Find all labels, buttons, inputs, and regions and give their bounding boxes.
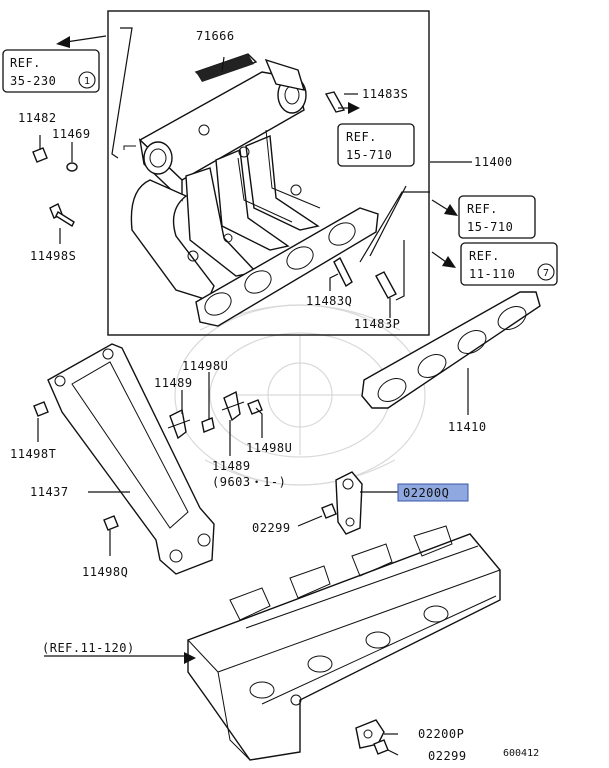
- ref-box-11-110[interactable]: REF. 11-110 7: [460, 242, 558, 286]
- ref-box-11-110-circled-number: 7: [543, 268, 549, 279]
- gasket-11410: [361, 291, 541, 409]
- callout-11410[interactable]: 11410: [448, 420, 487, 434]
- ref-box-11-110-prefix: REF.: [469, 249, 500, 263]
- cylinder-head-drawing: [187, 525, 501, 761]
- callout-71666[interactable]: 71666: [196, 29, 235, 43]
- callout-11482[interactable]: 11482: [18, 111, 57, 125]
- stud-11483s: [324, 91, 358, 113]
- callout-02299-upper[interactable]: 02299: [252, 521, 291, 535]
- callout-11469[interactable]: 11469: [52, 127, 91, 141]
- manifold-group-box: [107, 10, 430, 336]
- callout-11437[interactable]: 11437: [30, 485, 69, 499]
- ref-box-11-110-number: 11-110: [469, 267, 515, 281]
- ref-box-15-710-upper-number: 15-710: [346, 148, 392, 162]
- engine-hanger-02200q: [335, 471, 363, 535]
- stay-11437: [47, 343, 215, 575]
- callout-11498u-upper[interactable]: 11498U: [182, 359, 228, 373]
- ref-box-35-230-prefix: REF.: [10, 56, 41, 70]
- diagram-id: 600412: [503, 748, 539, 759]
- nut-11482: [32, 147, 48, 163]
- bracket-11489-top: [167, 408, 191, 440]
- ref-cylinder-head[interactable]: (REF.11-120): [42, 641, 135, 655]
- bolt-11498s: [49, 203, 75, 228]
- ref-box-35-230-circled-number: 1: [84, 76, 90, 87]
- part-callouts: 11400 71666 11483S 11483Q 11483P 11482 1…: [10, 29, 513, 763]
- bracket-11489-bottom: [221, 390, 245, 422]
- label-plate-71666: [196, 54, 254, 82]
- bolt-11498u-top: [201, 417, 215, 433]
- ref-box-35-230-number: 35-230: [10, 74, 56, 88]
- ref-box-35-230[interactable]: REF. 35-230 1: [2, 49, 100, 93]
- callout-11498u-lower[interactable]: 11498U: [246, 441, 292, 455]
- stud-11483p: [375, 271, 397, 299]
- callout-11400[interactable]: 11400: [474, 155, 513, 169]
- callout-02299-lower[interactable]: 02299: [428, 749, 467, 763]
- callout-9603-date-range: (9603・1-): [212, 475, 286, 489]
- callout-11498s[interactable]: 11498S: [30, 249, 76, 263]
- callout-02200p[interactable]: 02200P: [418, 727, 464, 741]
- callout-11483s[interactable]: 11483S: [362, 87, 408, 101]
- callout-11483q[interactable]: 11483Q: [306, 294, 352, 308]
- callout-11498q[interactable]: 11498Q: [82, 565, 128, 579]
- leader-lines: [37, 27, 472, 756]
- ref-arrows: [56, 35, 458, 664]
- intake-manifold-drawing: [123, 53, 379, 327]
- highlight-02200q-box: [397, 483, 469, 502]
- ref-box-15-710-upper-prefix: REF.: [346, 130, 377, 144]
- callout-11498t[interactable]: 11498T: [10, 447, 56, 461]
- ref-box-15-710-lower-prefix: REF.: [467, 202, 498, 216]
- stud-11483q: [333, 256, 353, 288]
- engine-hanger-02200p: [355, 719, 385, 749]
- bolt-02299-top: [321, 503, 337, 519]
- ref-box-15-710-lower[interactable]: REF. 15-710: [458, 195, 536, 239]
- bolt-11498t: [33, 401, 49, 417]
- bolt-11498q: [103, 515, 119, 531]
- callout-02200q[interactable]: 02200Q: [403, 486, 449, 500]
- washer-11469: [66, 162, 78, 172]
- ref-box-15-710-lower-number: 15-710: [467, 220, 513, 234]
- ref-box-15-710-upper[interactable]: REF. 15-710: [337, 123, 415, 167]
- callout-11483p[interactable]: 11483P: [354, 317, 400, 331]
- callout-11489-upper[interactable]: 11489: [154, 376, 193, 390]
- callout-11489-lower[interactable]: 11489: [212, 459, 251, 473]
